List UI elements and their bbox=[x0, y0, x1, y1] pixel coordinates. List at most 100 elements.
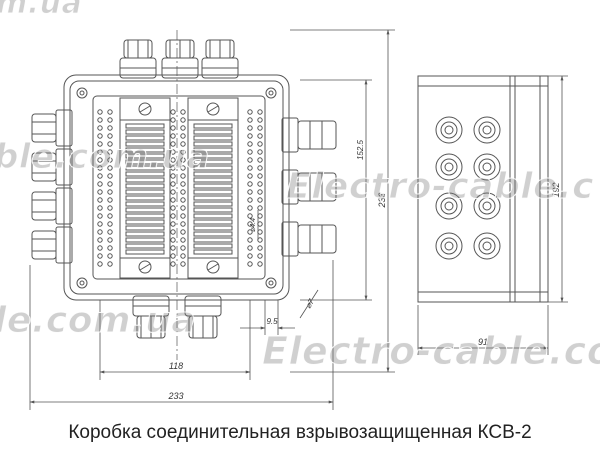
terminal-slat bbox=[193, 123, 233, 129]
cable-gland bbox=[281, 169, 337, 205]
din-rail bbox=[119, 97, 171, 279]
terminal-dot bbox=[97, 173, 103, 179]
terminal-dot bbox=[180, 181, 186, 187]
cable-gland bbox=[31, 148, 73, 186]
terminal-dot bbox=[170, 149, 176, 155]
terminal-dot bbox=[180, 165, 186, 171]
cable-gland bbox=[281, 117, 337, 153]
terminal-dot bbox=[97, 109, 103, 115]
terminal-dot bbox=[257, 253, 263, 259]
terminal-slat bbox=[125, 183, 165, 189]
terminal-dot bbox=[97, 133, 103, 139]
terminal-slat bbox=[193, 147, 233, 153]
terminal-dot bbox=[180, 189, 186, 195]
terminal-dot bbox=[97, 165, 103, 171]
terminal-slat bbox=[125, 165, 165, 171]
terminal-dot bbox=[180, 205, 186, 211]
enclosure-outer bbox=[63, 74, 290, 301]
side-gland-inner bbox=[440, 121, 458, 139]
terminal-slat bbox=[193, 183, 233, 189]
terminal-dot bbox=[247, 125, 253, 131]
terminal-dot bbox=[257, 149, 263, 155]
terminal-dot bbox=[180, 261, 186, 267]
terminal-dot bbox=[97, 213, 103, 219]
cable-gland bbox=[31, 109, 73, 147]
terminal-slat bbox=[193, 219, 233, 225]
terminal-dot bbox=[97, 261, 103, 267]
terminal-dot bbox=[170, 205, 176, 211]
terminal-slat bbox=[193, 225, 233, 231]
dim-overall-width: 233 bbox=[167, 391, 183, 401]
terminal-slat bbox=[125, 135, 165, 141]
terminal-slat bbox=[125, 159, 165, 165]
terminal-slat bbox=[193, 189, 233, 195]
terminal-slat bbox=[193, 231, 233, 237]
rail-screw bbox=[206, 260, 220, 274]
side-gland-inner bbox=[478, 121, 496, 139]
terminal-slat bbox=[125, 243, 165, 249]
rail-screw bbox=[138, 260, 152, 274]
terminal-dot bbox=[170, 125, 176, 131]
terminal-slat bbox=[125, 237, 165, 243]
terminal-dot bbox=[257, 141, 263, 147]
terminal-slat bbox=[193, 195, 233, 201]
side-gland-core bbox=[482, 201, 492, 211]
terminal-dot bbox=[257, 117, 263, 123]
mount-hole bbox=[76, 277, 88, 289]
terminal-dot bbox=[97, 181, 103, 187]
terminal-dot bbox=[107, 157, 113, 163]
terminal-slat bbox=[125, 225, 165, 231]
side-gland-core bbox=[444, 125, 454, 135]
terminal-dot bbox=[180, 173, 186, 179]
side-gland-outer bbox=[435, 192, 463, 220]
terminal-dot bbox=[97, 157, 103, 163]
terminal-dot bbox=[170, 189, 176, 195]
terminal-slat bbox=[193, 153, 233, 159]
terminal-dot bbox=[97, 253, 103, 259]
terminal-dot bbox=[107, 109, 113, 115]
terminal-dot bbox=[170, 237, 176, 243]
terminal-dot bbox=[97, 197, 103, 203]
terminal-dot bbox=[257, 245, 263, 251]
terminal-dot bbox=[107, 117, 113, 123]
terminal-dot bbox=[97, 205, 103, 211]
terminal-dot bbox=[107, 149, 113, 155]
terminal-slat bbox=[125, 249, 165, 255]
mount-hole bbox=[265, 87, 277, 99]
enclosure-inner bbox=[92, 95, 266, 280]
terminal-dot bbox=[170, 261, 176, 267]
terminal-dot bbox=[180, 253, 186, 259]
terminal-dot bbox=[97, 189, 103, 195]
terminal-dot bbox=[247, 165, 253, 171]
terminal-dot bbox=[107, 141, 113, 147]
side-gland-outer bbox=[473, 116, 501, 144]
terminal-dot bbox=[170, 213, 176, 219]
terminal-slat bbox=[193, 177, 233, 183]
terminal-slat bbox=[193, 213, 233, 219]
terminal-dot bbox=[170, 109, 176, 115]
side-gland-outer bbox=[435, 116, 463, 144]
terminal-dot bbox=[107, 261, 113, 267]
terminal-dot bbox=[247, 253, 253, 259]
terminal-slat bbox=[193, 201, 233, 207]
terminal-dot bbox=[247, 173, 253, 179]
terminal-dot bbox=[180, 157, 186, 163]
side-gland-core bbox=[444, 162, 454, 172]
rail-screw bbox=[206, 102, 220, 116]
terminal-dot bbox=[247, 221, 253, 227]
terminal-slat bbox=[125, 201, 165, 207]
terminal-dot bbox=[107, 237, 113, 243]
terminal-dot bbox=[107, 189, 113, 195]
terminal-dot bbox=[107, 213, 113, 219]
terminal-dot bbox=[107, 197, 113, 203]
terminal-dot bbox=[257, 197, 263, 203]
cable-gland bbox=[31, 187, 73, 225]
side-gland-outer bbox=[473, 153, 501, 181]
dim-hole-diameter: ⌀7 bbox=[304, 297, 317, 310]
cable-gland bbox=[161, 39, 199, 79]
side-gland-inner bbox=[478, 237, 496, 255]
terminal-dot bbox=[247, 181, 253, 187]
side-view bbox=[417, 75, 549, 303]
side-gland-outer bbox=[473, 192, 501, 220]
terminal-slat bbox=[193, 237, 233, 243]
